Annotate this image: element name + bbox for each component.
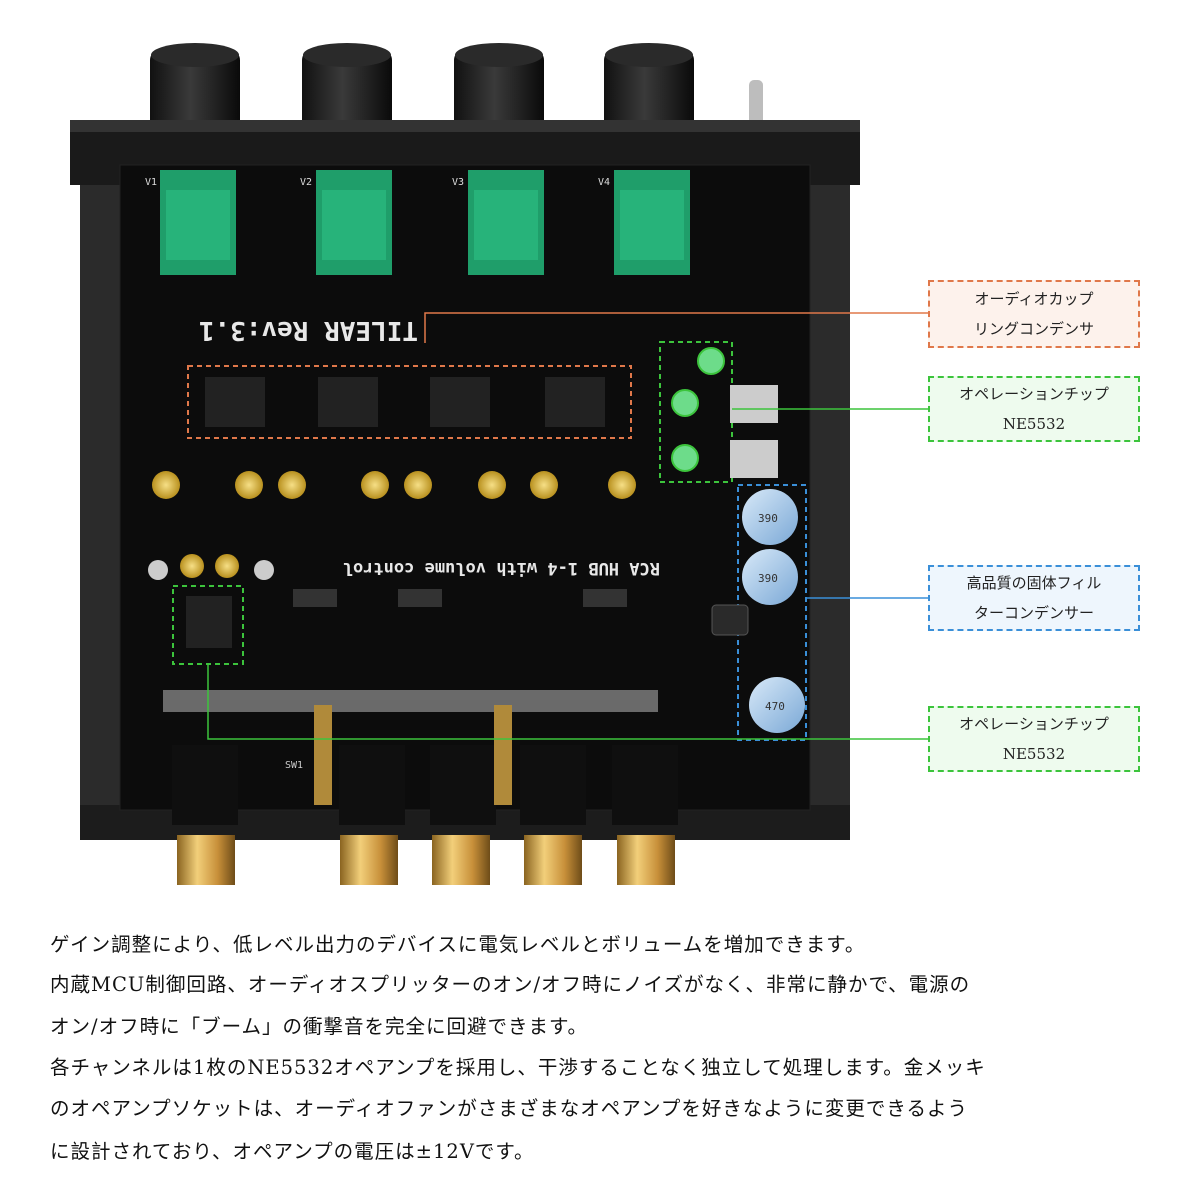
pin-headers — [293, 589, 627, 607]
amplifier-board-photo: V1 V2 V3 V4 TILEAR Rev:3.1 RCA HUB 1-4 w… — [70, 43, 928, 885]
pot-label-v1: V1 — [145, 177, 157, 188]
green-capacitors — [671, 347, 725, 472]
volume-knobs — [150, 43, 694, 130]
board-name-label: RCA HUB 1-4 with volume control — [343, 558, 660, 578]
pot-label-v3: V3 — [452, 177, 464, 188]
filter-cap-1-value: 390 — [758, 512, 778, 525]
coupling-capacitors — [148, 471, 636, 580]
callout-lines — [207, 312, 928, 740]
brass-standoff-left — [314, 705, 332, 805]
description-line: 内蔵MCU制御回路、オーディオスプリッターのオン/オフ時にノイズがなく、非常に静… — [50, 973, 971, 996]
callout-opamp-top-text: オペレーションチップ NE5532 — [959, 385, 1109, 433]
callout-filter-capacitor-text: 高品質の固体フィル ターコンデンサー — [966, 574, 1102, 622]
callout-opamp-bottom: オペレーションチップ NE5532 — [928, 706, 1140, 772]
rca-connectors — [172, 745, 678, 885]
board-revision-label: TILEAR Rev:3.1 — [199, 315, 418, 345]
voltage-regulator-2 — [730, 440, 778, 478]
description-line: に設計されており、オペアンプの電圧は±12Vです。 — [50, 1140, 535, 1163]
callout-opamp-bottom-text: オペレーションチップ NE5532 — [959, 715, 1109, 763]
rail-bar — [163, 690, 658, 712]
voltage-regulator-1 — [730, 385, 778, 423]
pot-label-v2: V2 — [300, 177, 312, 188]
opamp-highlight-box — [187, 365, 632, 439]
filter-cap-2-value: 390 — [758, 572, 778, 585]
green-highlight-box — [659, 341, 733, 483]
potentiometers — [160, 170, 690, 275]
description-line: ゲイン調整により、低レベル出力のデバイスに電気レベルとボリュームを増加できます。 — [50, 933, 866, 956]
filter-capacitors — [742, 489, 805, 733]
description-line: 各チャンネルは1枚のNE5532オペアンプを採用し、干渉することなく独立して処理… — [50, 1056, 986, 1079]
description-line: のオペアンプソケットは、オーディオファンがさまざまなオペアンプを好きなように変更… — [50, 1097, 969, 1120]
pot-label-v4: V4 — [598, 177, 610, 188]
power-toggle-switch — [749, 80, 763, 128]
opamp-chip-row — [205, 377, 605, 427]
description-line: オン/オフ時に「ブーム」の衝撃音を完全に回避できます。 — [50, 1015, 589, 1038]
callout-opamp-top: オペレーションチップ NE5532 — [928, 376, 1140, 442]
brass-standoff-right — [494, 705, 512, 805]
callout-coupling-capacitor-text: オーディオカップ リングコンデンサ — [973, 290, 1094, 338]
callout-coupling-capacitor: オーディオカップ リングコンデンサ — [928, 280, 1140, 348]
callout-filter-capacitor: 高品質の固体フィル ターコンデンサー — [928, 565, 1140, 631]
filter-cap-3-value: 470 — [765, 700, 785, 713]
inductor — [711, 604, 749, 636]
bottom-opamp-chip — [186, 596, 232, 648]
switch-label: SW1 — [285, 760, 303, 771]
